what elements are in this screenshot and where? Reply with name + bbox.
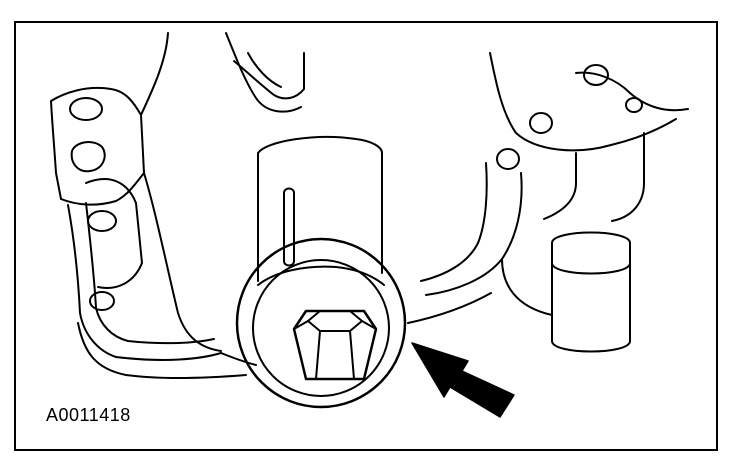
hex-edge-1 (315, 330, 321, 380)
right-lower-stub (501, 258, 553, 316)
left-pan-flange-inner (85, 202, 215, 345)
left-bolt-hole-2 (89, 291, 115, 311)
drain-plug-washer-inner (252, 259, 390, 397)
left-casting-outline (50, 87, 145, 206)
right-casting-edge (575, 71, 689, 112)
left-boss-hole (69, 97, 103, 121)
right-casting-outline (489, 52, 677, 152)
drain-plug-hex-top (307, 310, 363, 332)
cylinder-top (257, 136, 383, 154)
arrow-icon (411, 342, 515, 418)
right-boss-hole-3 (496, 148, 520, 170)
oil-pan-drain-plug-illustration (50, 32, 689, 418)
right-lower-cylinder (551, 231, 631, 353)
pan-bottom-edge (77, 322, 247, 379)
center-housing-body (143, 172, 222, 352)
drain-plug-shoulder (257, 265, 385, 286)
right-lower-cylinder-rim (551, 262, 631, 275)
right-rib-1 (543, 152, 577, 220)
hex-edge-4 (361, 320, 377, 330)
figure-id-label: A0011418 (46, 405, 131, 425)
right-boss-hole-1 (583, 64, 609, 86)
center-housing-outline (140, 32, 302, 116)
cylinder-body (257, 152, 383, 282)
hex-edge-2 (349, 330, 355, 380)
right-boss-hole-2 (529, 112, 553, 134)
pan-bottom-contour (220, 292, 492, 366)
left-casting-inner (70, 141, 106, 173)
upper-bracket-edge (247, 52, 282, 88)
left-bolt-hole-1 (87, 210, 117, 232)
left-rib (85, 178, 143, 289)
right-pan-flange (420, 162, 488, 282)
right-boss-hole-4 (625, 97, 643, 113)
right-pan-flange-inner (425, 172, 523, 296)
cylinder-slot (283, 187, 295, 267)
right-rib-2 (611, 132, 645, 222)
left-pan-flange (67, 204, 222, 361)
drain-plug-washer-outer (235, 237, 407, 409)
upper-bracket (233, 52, 305, 100)
illustration-frame: A0011418 (14, 21, 718, 451)
hex-edge-3 (293, 320, 309, 330)
